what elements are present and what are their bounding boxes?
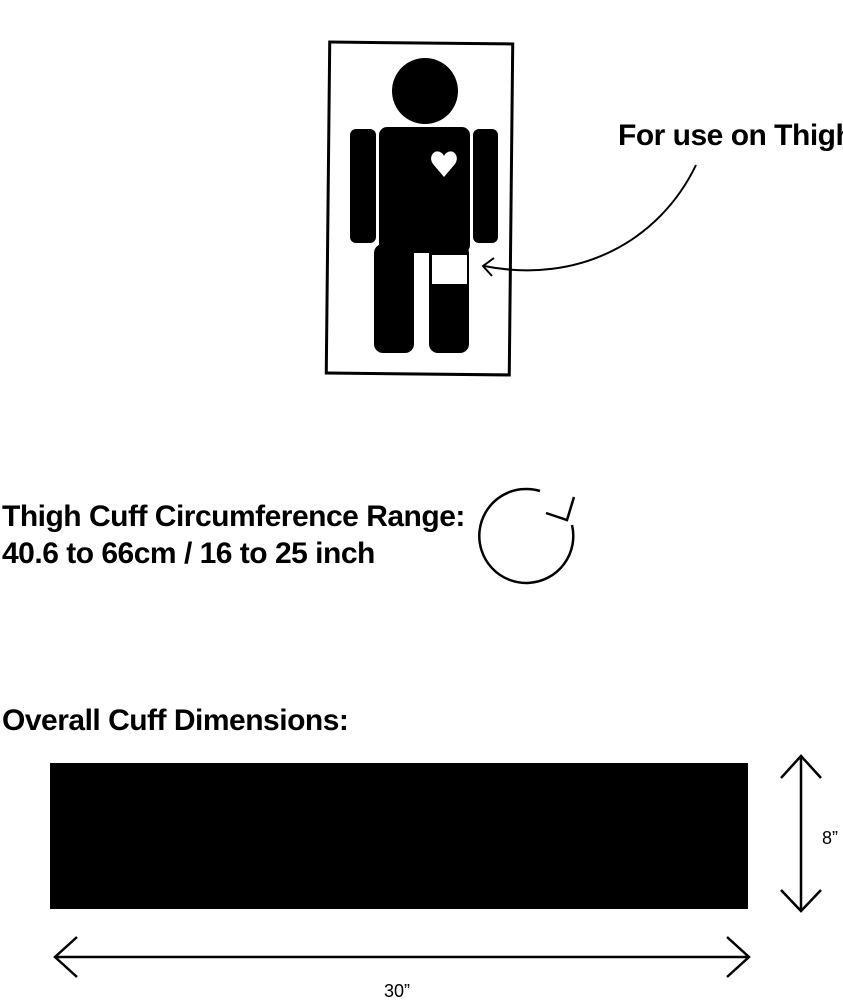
person-thigh-cuff-icon [324, 40, 515, 377]
height-dimension-arrow [780, 754, 822, 913]
height-dimension-label: 8” [822, 828, 839, 848]
person-left-arm [350, 129, 376, 243]
person-torso [379, 127, 470, 253]
person-left-leg [374, 244, 414, 353]
range-value: 40.6 to 66cm / 16 to 25 inch [2, 537, 375, 570]
thigh-cuff-marker [430, 253, 469, 286]
thigh-callout-label: For use on Thigh [618, 119, 843, 152]
width-dimension-arrow [53, 936, 751, 978]
person-card-frame [324, 40, 515, 377]
dimensions-title: Overall Cuff Dimensions: [2, 704, 349, 737]
person-right-arm [473, 129, 498, 243]
circular-arrow-icon [478, 487, 576, 585]
range-title: Thigh Cuff Circumference Range: [2, 500, 465, 533]
person-head [392, 58, 458, 124]
heart-icon [431, 151, 457, 177]
width-dimension-label: 30” [384, 981, 411, 1001]
callout-arrow [481, 164, 697, 277]
cuff-silhouette [50, 763, 748, 909]
